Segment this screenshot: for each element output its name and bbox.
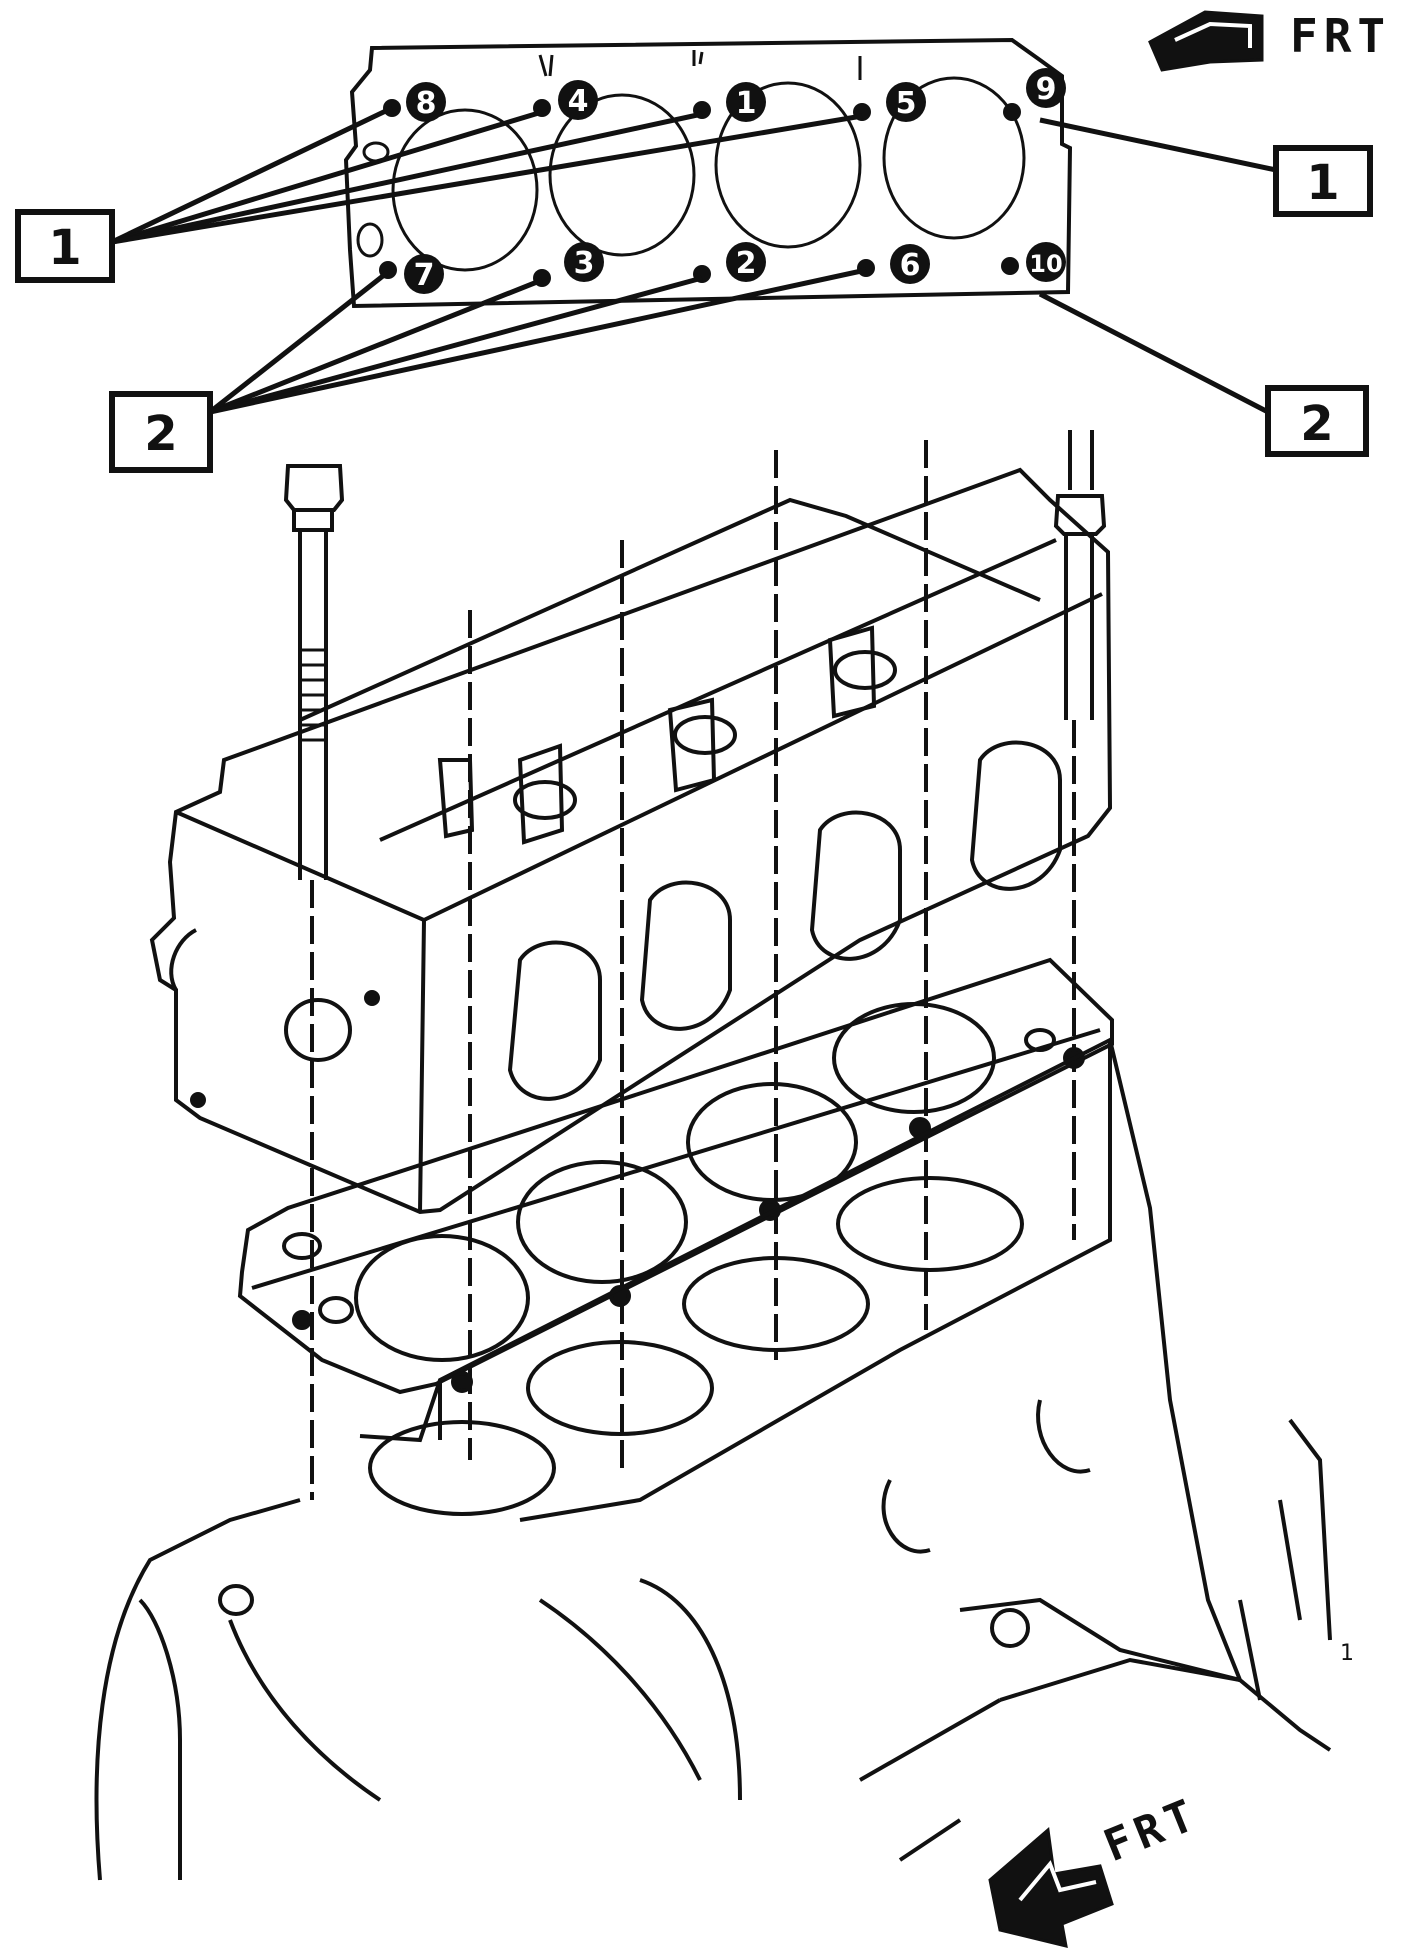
sequence-marker [1026, 68, 1066, 108]
engine-block [94, 1037, 1332, 1881]
sequence-marker [726, 242, 766, 282]
frt-arrow-bottom-icon [988, 1827, 1114, 1949]
head-gasket [237, 957, 1114, 1395]
sequence-number: 6 [900, 248, 921, 283]
sequence-number: 7 [414, 258, 435, 293]
bolt-head-icon [283, 464, 345, 512]
sequence-number: 5 [896, 86, 917, 121]
sequence-number: 8 [416, 86, 437, 121]
sequence-number: 4 [568, 84, 589, 119]
bolt-head-icon [1053, 494, 1107, 536]
callout-box-right-1: 1 [1273, 145, 1373, 217]
frt-arrow-top: FRT [1148, 9, 1391, 72]
callout-leaders [110, 105, 1277, 415]
bolt-hole [857, 259, 875, 277]
callout-label: 1 [1306, 155, 1339, 211]
sequence-number: 3 [574, 246, 595, 281]
sequence-marker [726, 82, 766, 122]
sequence-number: 1 [736, 86, 757, 121]
sequence-number: 9 [1036, 72, 1057, 107]
sequence-marker [1026, 242, 1066, 282]
alignment-lines [310, 440, 1076, 1500]
callout-box-right-2: 2 [1265, 385, 1369, 457]
sequence-number: 10 [1029, 250, 1062, 278]
frt-label-top: FRT [1290, 9, 1391, 63]
frt-label-bottom: FRT [1097, 1788, 1206, 1872]
sequence-marker [404, 254, 444, 294]
sequence-marker [406, 82, 446, 122]
head-bolt-left [283, 464, 345, 880]
sequence-marker [558, 80, 598, 120]
sequence-marker [564, 242, 604, 282]
head-bolt-right [1053, 430, 1107, 720]
callout-label: 2 [144, 406, 177, 462]
stray-mark: 1 [1340, 1641, 1354, 1666]
callout-label: 1 [48, 220, 81, 276]
cylinder-head-plan-view [343, 37, 1073, 309]
sequence-number: 2 [736, 246, 757, 281]
bolt-hole [1001, 257, 1019, 275]
cylinder-head-exploded [149, 467, 1113, 1215]
callout-label: 2 [1300, 396, 1333, 452]
frt-arrow-top-icon [1148, 10, 1264, 72]
bolt-hole [1003, 103, 1021, 121]
frt-arrow-bottom: FRT [988, 1788, 1207, 1949]
callout-box-left-2: 2 [109, 391, 213, 473]
sequence-marker [890, 244, 930, 284]
sequence-marker [886, 82, 926, 122]
callout-box-left-1: 1 [15, 209, 115, 283]
